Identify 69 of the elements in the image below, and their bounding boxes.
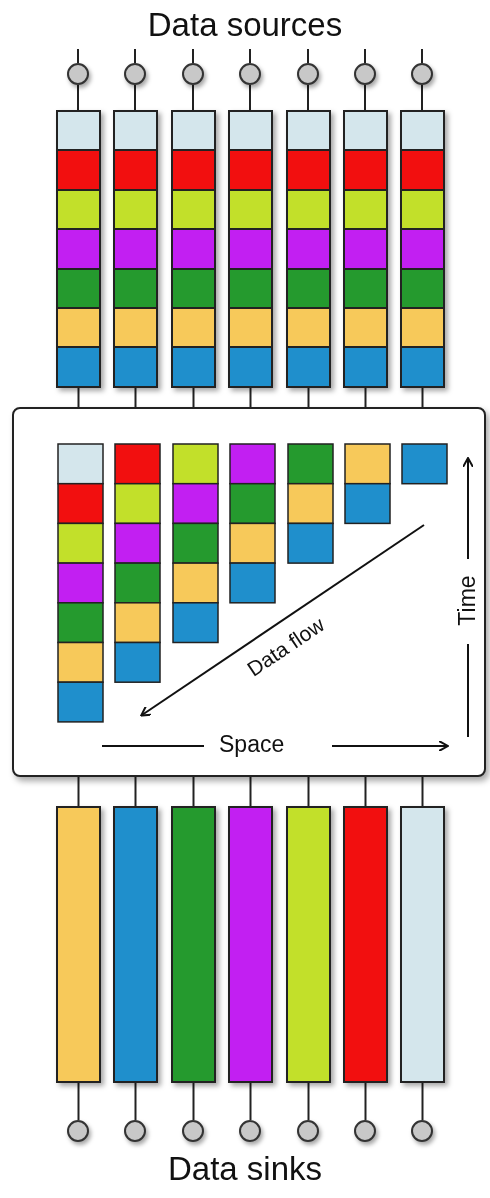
connector-line bbox=[192, 48, 194, 64]
port-circle bbox=[411, 1120, 433, 1142]
diagram-title: Data sources bbox=[146, 6, 344, 44]
connector-line bbox=[421, 386, 424, 408]
connector-line bbox=[307, 84, 309, 111]
connector-line bbox=[192, 1082, 195, 1121]
connector-line bbox=[249, 84, 251, 111]
axis-label: Space bbox=[219, 731, 285, 758]
connector-line bbox=[249, 1082, 252, 1121]
connector-line bbox=[364, 84, 366, 111]
connector-line bbox=[77, 776, 80, 807]
connector-line bbox=[77, 1082, 80, 1121]
data-column bbox=[113, 110, 158, 388]
connector-line bbox=[307, 1082, 310, 1121]
axis-label: Time bbox=[453, 575, 481, 626]
connector-line bbox=[421, 84, 423, 111]
connector-line bbox=[364, 48, 366, 64]
data-bar bbox=[56, 806, 101, 1083]
data-bar bbox=[286, 806, 331, 1083]
connector-line bbox=[364, 386, 367, 408]
data-column bbox=[400, 110, 445, 388]
connector-line bbox=[307, 776, 310, 807]
port-circle bbox=[124, 1120, 146, 1142]
connector-line bbox=[421, 48, 423, 64]
connector-line bbox=[249, 776, 252, 807]
connector-line bbox=[77, 48, 79, 64]
port-circle bbox=[239, 63, 261, 85]
connector-line bbox=[421, 1082, 424, 1121]
connector-line bbox=[192, 84, 194, 111]
port-circle bbox=[67, 63, 89, 85]
port-circle bbox=[182, 1120, 204, 1142]
connector-line bbox=[249, 48, 251, 64]
connector-line bbox=[249, 386, 252, 408]
data-bar bbox=[228, 806, 273, 1083]
connector-line bbox=[192, 776, 195, 807]
data-column bbox=[228, 110, 273, 388]
data-bar bbox=[400, 806, 445, 1083]
port-circle bbox=[182, 63, 204, 85]
data-bar bbox=[113, 806, 158, 1083]
diagram-caption: Data sinks bbox=[166, 1150, 324, 1188]
connector-line bbox=[134, 48, 136, 64]
port-circle bbox=[297, 1120, 319, 1142]
connector-line bbox=[134, 1082, 137, 1121]
process-box bbox=[12, 407, 486, 777]
data-bar bbox=[343, 806, 388, 1083]
connector-line bbox=[134, 84, 136, 111]
connector-line bbox=[364, 776, 367, 807]
port-circle bbox=[67, 1120, 89, 1142]
connector-line bbox=[307, 48, 309, 64]
connector-line bbox=[307, 386, 310, 408]
connector-line bbox=[77, 386, 80, 408]
port-circle bbox=[124, 63, 146, 85]
connector-line bbox=[77, 84, 79, 111]
connector-line bbox=[364, 1082, 367, 1121]
data-column bbox=[171, 110, 216, 388]
connector-line bbox=[134, 776, 137, 807]
data-bar bbox=[171, 806, 216, 1083]
port-circle bbox=[239, 1120, 261, 1142]
port-circle bbox=[354, 1120, 376, 1142]
data-column bbox=[56, 110, 101, 388]
data-column bbox=[286, 110, 331, 388]
connector-line bbox=[192, 386, 195, 408]
port-circle bbox=[354, 63, 376, 85]
port-circle bbox=[297, 63, 319, 85]
port-circle bbox=[411, 63, 433, 85]
axis-label: Data flow bbox=[242, 612, 329, 682]
connector-line bbox=[134, 386, 137, 408]
connector-line bbox=[421, 776, 424, 807]
data-column bbox=[343, 110, 388, 388]
